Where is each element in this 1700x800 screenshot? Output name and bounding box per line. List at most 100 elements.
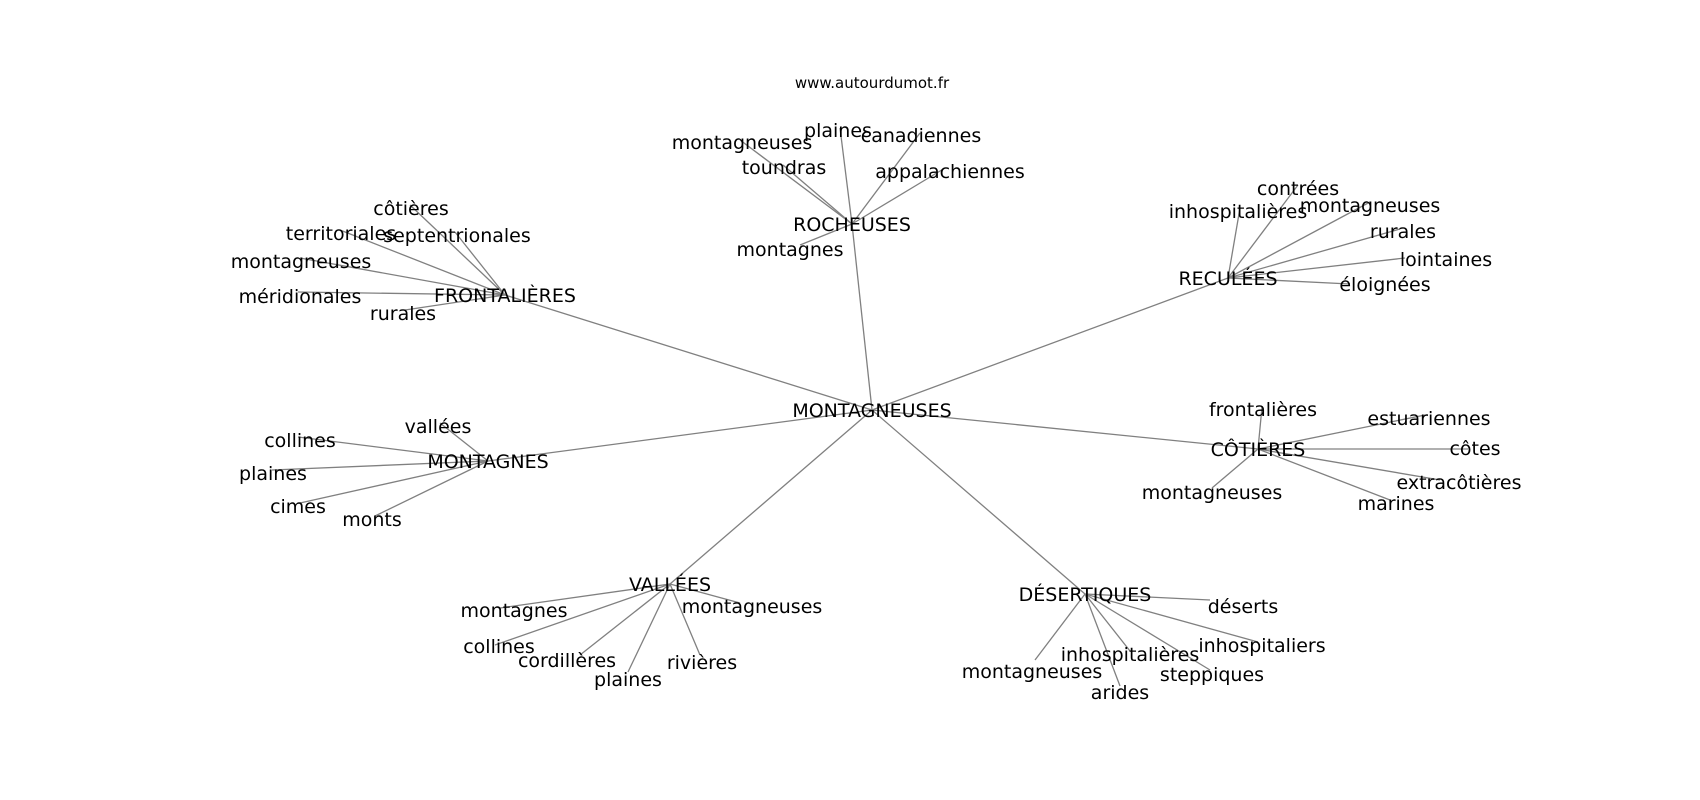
leaf-node-label: plaines	[239, 463, 307, 485]
leaf-node-label: montagnes	[461, 600, 568, 622]
leaf-node-label: steppiques	[1160, 664, 1264, 686]
edge-hub-to-leaf	[851, 132, 921, 225]
edge-hub-to-leaf	[669, 583, 701, 656]
edge-hub-to-leaf	[409, 204, 506, 296]
edge-hub-to-leaf	[1257, 448, 1391, 501]
leaf-node-label: cordillères	[518, 650, 616, 672]
edge-hub-to-leaf	[339, 229, 506, 296]
leaf-node-label: rivières	[667, 652, 737, 674]
leaf-node-label: monts	[342, 509, 402, 531]
edge-hub-to-leaf	[1227, 207, 1241, 279]
edge-hub-to-leaf	[1211, 448, 1259, 489]
edge-hub-to-leaf	[1227, 184, 1299, 279]
leaf-node-label: inhospitalières	[1061, 644, 1200, 666]
edge-root-to-hub	[871, 409, 1086, 595]
hub-node-label: VALLÉES	[629, 573, 711, 596]
edge-root-to-hub	[871, 277, 1229, 411]
leaf-node-label: rurales	[370, 303, 436, 325]
leaf-node-label: plaines	[594, 669, 662, 691]
edge-hub-to-leaf	[299, 460, 489, 504]
edge-hub-to-leaf	[1227, 201, 1371, 279]
credit-label: www.autourdumot.fr	[795, 74, 950, 92]
edge-hub-to-leaf	[297, 291, 506, 296]
edge-hub-to-leaf	[1084, 593, 1211, 671]
leaf-node-label: septentrionales	[383, 225, 531, 247]
root-node-label: MONTAGNEUSES	[792, 400, 951, 422]
hub-node-label: RECULÉES	[1178, 267, 1277, 290]
leaf-node-label: côtes	[1449, 438, 1500, 460]
leaf-node-label: frontalières	[1209, 399, 1317, 421]
leaf-node-label: extracôtières	[1397, 472, 1522, 494]
leaf-node-label: collines	[264, 430, 336, 452]
leaf-node-label: marines	[1358, 493, 1435, 515]
edge-hub-to-leaf	[1227, 257, 1406, 279]
hub-node-label: ROCHEUSES	[793, 214, 911, 236]
leaf-node-label: toundras	[742, 157, 827, 179]
edge-hub-to-leaf	[404, 294, 506, 311]
edge-root-to-hub	[487, 409, 873, 462]
edge-hub-to-leaf	[627, 583, 671, 673]
leaf-node-label: rurales	[1370, 221, 1436, 243]
leaf-node-label: inhospitaliers	[1198, 635, 1325, 657]
edge-hub-to-leaf	[669, 583, 741, 604]
leaf-node-label: montagneuses	[672, 132, 813, 154]
edge-hub-to-leaf	[1257, 406, 1263, 450]
leaf-node-label: montagneuses	[682, 596, 823, 618]
leaf-node-label: estuariennes	[1367, 408, 1490, 430]
leaf-node-label: plaines	[804, 120, 872, 142]
edge-hub-to-leaf	[1084, 593, 1259, 643]
leaf-node-label: appalachiennes	[875, 161, 1024, 183]
edge-hub-to-leaf	[299, 257, 506, 296]
edge-hub-to-leaf	[499, 583, 671, 609]
edge-hub-to-leaf	[851, 167, 946, 225]
leaf-node-label: déserts	[1208, 596, 1279, 618]
edge-hub-to-leaf	[297, 436, 489, 462]
leaf-node-label: montagneuses	[231, 251, 372, 273]
hub-node-label: FRONTALIÈRES	[434, 284, 576, 307]
edge-hub-to-leaf	[1034, 593, 1086, 661]
leaf-node-label: méridionales	[239, 286, 362, 308]
edge-hub-to-leaf	[1257, 448, 1441, 481]
edge-hub-to-leaf	[271, 460, 489, 471]
leaf-node-label: côtières	[373, 198, 448, 220]
edge-hub-to-leaf	[1084, 593, 1131, 652]
leaf-node-label: montagneuses	[1142, 482, 1283, 504]
edge-hub-to-leaf	[839, 127, 853, 225]
edge-hub-to-leaf	[1227, 277, 1351, 285]
leaf-node-label: cimes	[270, 496, 326, 518]
leaf-node-label: montagneuses	[1300, 195, 1441, 217]
edge-root-to-hub	[669, 409, 873, 585]
leaf-node-label: éloignées	[1339, 274, 1430, 296]
edge-root-to-hub	[851, 223, 873, 411]
leaf-node-label: contrées	[1257, 178, 1339, 200]
leaf-node-label: montagneuses	[962, 661, 1103, 683]
leaf-node-label: vallées	[405, 416, 472, 438]
edge-hub-to-leaf	[454, 231, 506, 296]
edge-hub-to-leaf	[799, 223, 853, 246]
edge-hub-to-leaf	[374, 460, 489, 517]
edge-hub-to-leaf	[439, 422, 489, 462]
edge-hub-to-leaf	[1257, 414, 1426, 450]
edges-layer	[271, 127, 1468, 687]
leaf-node-label: collines	[463, 636, 535, 658]
leaf-node-label: lointaines	[1400, 249, 1492, 271]
edge-hub-to-leaf	[739, 139, 853, 225]
hub-node-label: CÔTIÈRES	[1211, 437, 1306, 461]
leaf-node-label: canadiennes	[861, 125, 981, 147]
edge-hub-to-leaf	[494, 583, 671, 646]
edge-root-to-hub	[871, 409, 1259, 450]
edge-hub-to-leaf	[1227, 228, 1401, 279]
edge-hub-to-leaf	[579, 583, 671, 656]
edge-hub-to-leaf	[1084, 593, 1121, 687]
edge-root-to-hub	[504, 294, 873, 411]
hub-node-label: MONTAGNES	[427, 451, 548, 473]
edge-hub-to-leaf	[782, 164, 853, 225]
leaf-node-label: arides	[1091, 682, 1149, 704]
leaf-node-label: territoriales	[286, 223, 396, 245]
hub-node-label: DÉSERTIQUES	[1019, 583, 1152, 606]
edge-hub-to-leaf	[1084, 593, 1211, 601]
leaf-node-label: montagnes	[737, 239, 844, 261]
leaf-node-label: inhospitalières	[1169, 201, 1308, 223]
